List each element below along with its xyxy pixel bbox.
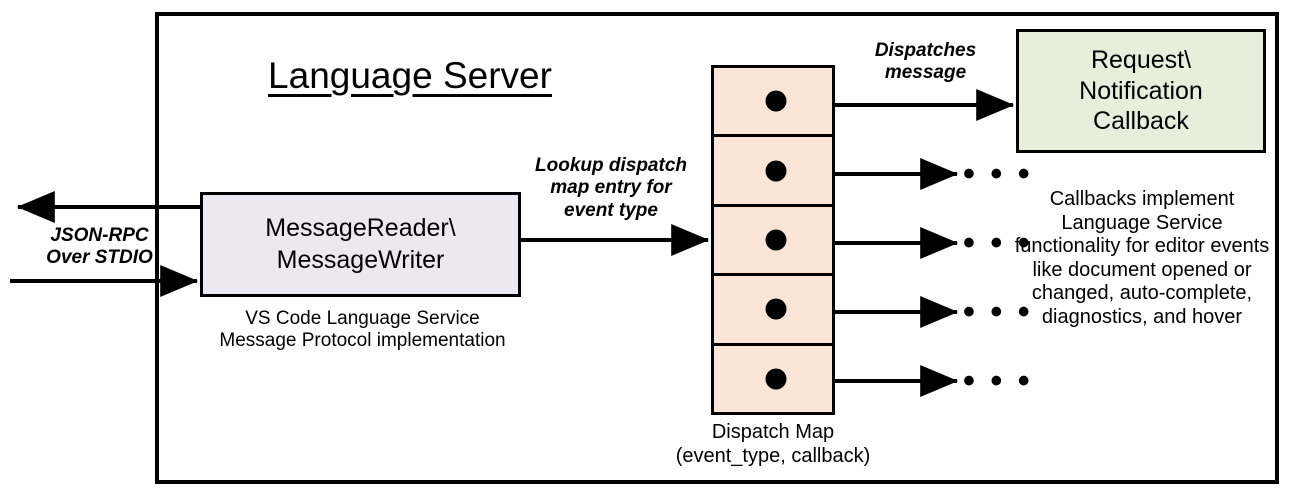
diagram-title: Language Server — [268, 55, 552, 96]
dispatch-map-caption: Dispatch Map (event_type, callback) — [675, 421, 871, 467]
lookup-dispatch-edge-label: Lookup dispatch map entry for event type — [535, 155, 687, 221]
dispatch-map-row-5[interactable] — [714, 345, 832, 413]
dispatch-map-row-1[interactable] — [714, 68, 832, 138]
ellipsis-row-4: • • • — [963, 293, 1033, 331]
callback-dot-icon — [765, 368, 787, 390]
message-reader-writer-label: MessageReader\ MessageWriter — [265, 214, 456, 274]
json-rpc-channel-label: JSON-RPC Over STDIO — [46, 225, 153, 269]
ellipsis-row-5: • • • — [963, 362, 1033, 400]
ellipsis-row-2: • • • — [963, 155, 1033, 193]
dispatches-message-edge-label: Dispatches message — [874, 40, 977, 84]
callback-dot-icon — [765, 298, 787, 320]
dispatch-map-table[interactable] — [711, 65, 835, 415]
request-notification-callback-label: Request\ Notification Callback — [1079, 46, 1203, 136]
dispatch-map-row-3[interactable] — [714, 206, 832, 277]
callback-dot-icon — [765, 229, 787, 251]
message-reader-writer-caption: VS Code Language Service Message Protoco… — [219, 308, 506, 352]
callback-dot-icon — [765, 90, 787, 112]
message-reader-writer-box[interactable]: MessageReader\ MessageWriter — [200, 192, 521, 297]
dispatch-map-row-4[interactable] — [714, 276, 832, 346]
dispatch-map-row-2[interactable] — [714, 137, 832, 207]
callback-description-caption: Callbacks implement Language Service fun… — [1014, 188, 1270, 328]
callback-dot-icon — [765, 160, 787, 182]
ellipsis-row-3: • • • — [963, 224, 1033, 262]
request-notification-callback-box[interactable]: Request\ Notification Callback — [1016, 29, 1266, 153]
